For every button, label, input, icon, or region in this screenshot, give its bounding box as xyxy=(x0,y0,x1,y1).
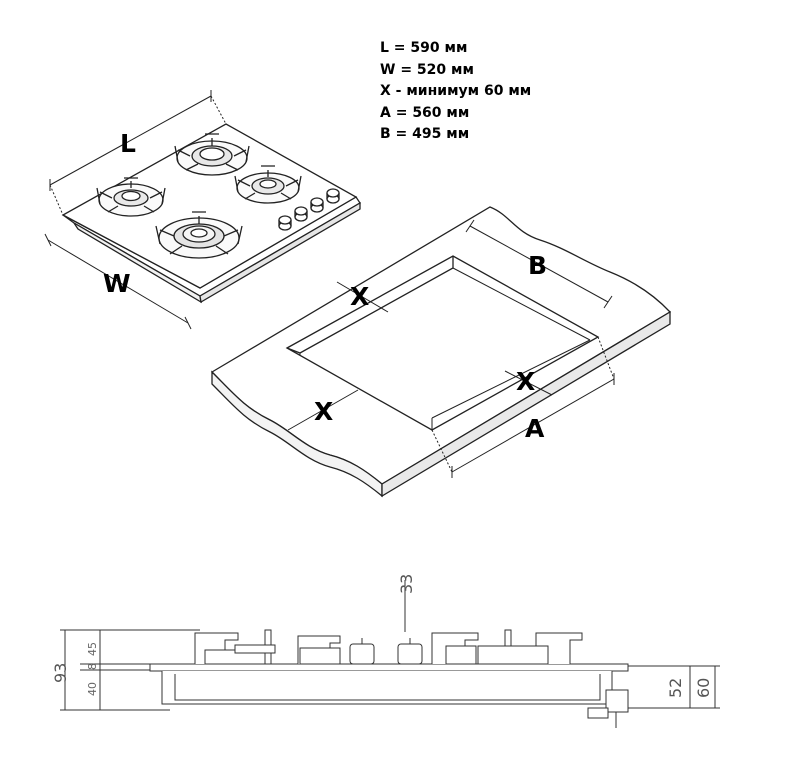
dim-A xyxy=(431,336,615,478)
label-W: W xyxy=(103,269,131,298)
dim-X-top xyxy=(336,281,389,313)
label-B: B xyxy=(528,251,547,280)
label-A: A xyxy=(525,414,545,443)
side-grates xyxy=(194,629,583,665)
label-X-top: X xyxy=(350,282,369,311)
label-X-right: X xyxy=(516,367,535,396)
spec-cutout-a: A = 560 мм xyxy=(380,104,470,121)
spec-length: L = 590 мм xyxy=(380,40,468,56)
hob-side-view xyxy=(60,580,720,728)
dim-X-left xyxy=(287,389,359,431)
dim-60-label: 60 xyxy=(694,678,713,698)
burner-left xyxy=(96,177,166,217)
dim-B xyxy=(465,219,613,309)
hob-right-face xyxy=(199,201,361,304)
dim-8-label: 8 xyxy=(86,663,99,670)
dim-45-label: 45 xyxy=(86,642,99,656)
dim-L xyxy=(49,90,227,216)
dim-W xyxy=(44,233,192,330)
spec-cutout-b: B = 495 мм xyxy=(380,126,470,142)
burner-right xyxy=(234,165,302,204)
gas-connector xyxy=(605,689,629,713)
burner-back xyxy=(174,133,250,176)
dim-X-right xyxy=(504,370,553,396)
label-L: L xyxy=(120,129,136,158)
hob-glass-top xyxy=(61,123,358,289)
spec-width: W = 520 мм xyxy=(380,61,474,78)
dimension-specs: L = 590 мм W = 520 мм X - минимум 60 мм … xyxy=(380,38,531,146)
label-X-left: X xyxy=(314,397,333,426)
side-body xyxy=(161,671,613,705)
dim-40-label: 40 xyxy=(86,682,99,696)
countertop-side-edge xyxy=(381,310,671,498)
spec-gap-min: X - минимум 60 мм xyxy=(380,83,532,99)
control-knobs xyxy=(278,188,340,231)
side-glass xyxy=(149,663,629,672)
hob-isometric xyxy=(44,90,361,330)
dim-52-label: 52 xyxy=(666,678,685,698)
dim-93-label: 93 xyxy=(51,663,70,683)
dim-33-label: 33 xyxy=(397,574,416,594)
burner-front-large xyxy=(155,211,243,259)
countertop xyxy=(210,206,672,498)
